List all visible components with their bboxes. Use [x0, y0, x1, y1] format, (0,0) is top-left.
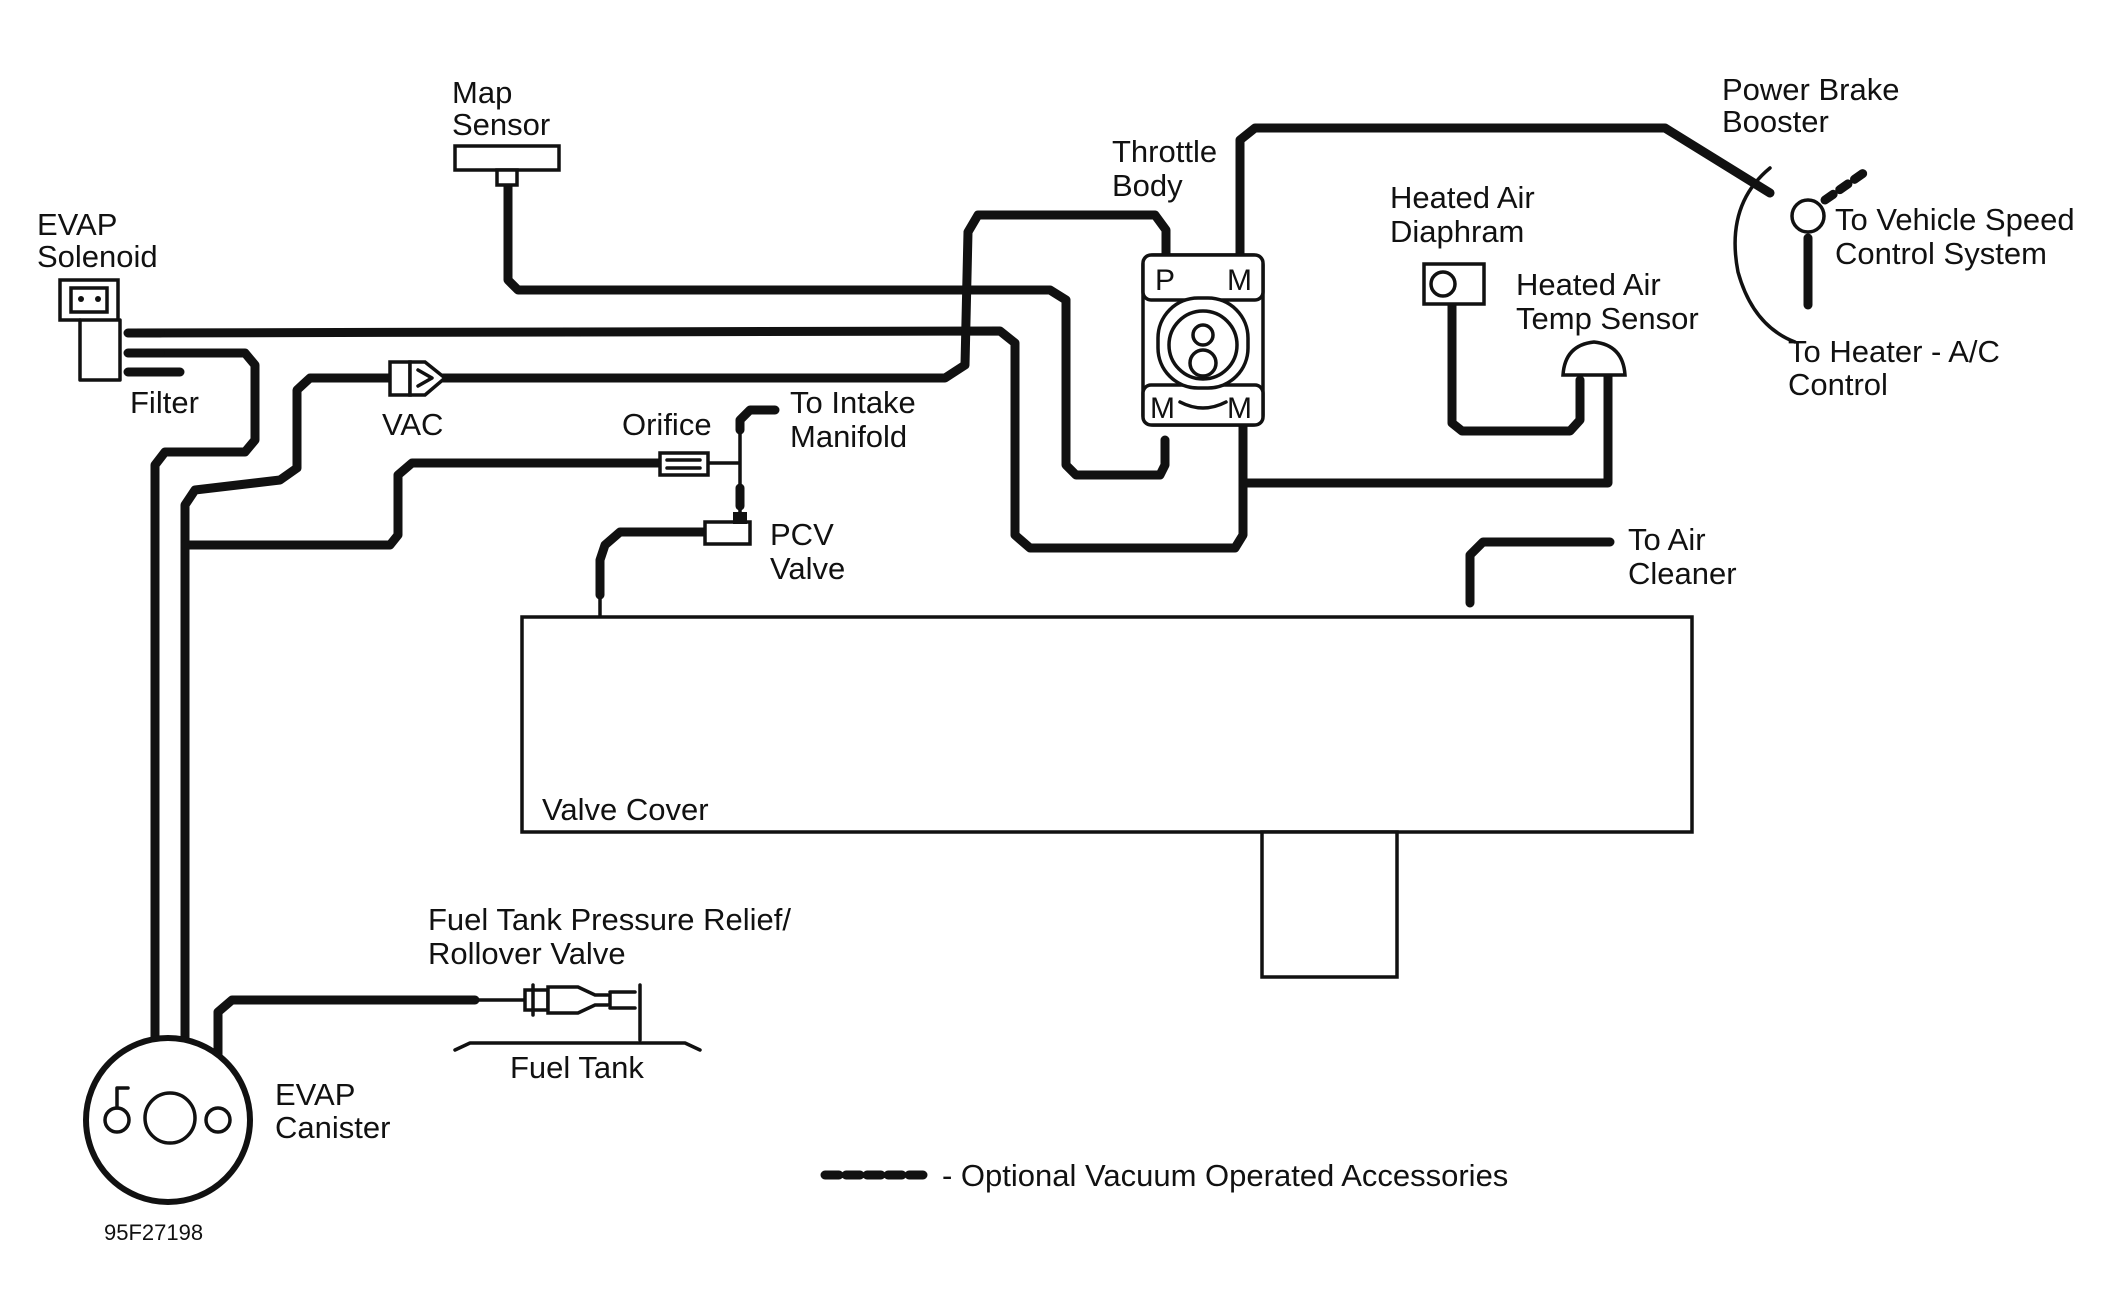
hose-map-sensor: [503, 180, 1170, 480]
hoses: [125, 123, 1870, 1077]
fuel-tank-relief-label-1: Fuel Tank Pressure Relief/: [428, 902, 791, 937]
to-air-cleaner-label-2: Cleaner: [1628, 556, 1737, 591]
map-sensor-label-1: Map: [452, 75, 512, 110]
to-air-cleaner-label-1: To Air: [1628, 522, 1706, 557]
hose-vac-throttle: [435, 210, 1171, 383]
legend-label: - Optional Vacuum Operated Accessories: [942, 1158, 1508, 1193]
to-vehicle-speed-label-1: To Vehicle Speed: [1835, 202, 2075, 237]
port-m-lower-right-label: M: [1227, 392, 1252, 425]
to-heater-ac-label-1: To Heater - A/C: [1788, 334, 2000, 369]
throttle-body: [1141, 253, 1265, 427]
hose-pcv-valve-cover: [595, 527, 710, 600]
port-m-lower-left-label: M: [1150, 392, 1175, 425]
map-sensor-label-2: Sensor: [452, 107, 550, 142]
power-brake-booster-label-1: Power Brake: [1722, 72, 1899, 107]
hose-fuel-tank: [213, 995, 480, 1077]
evap-solenoid-label-1: EVAP: [37, 207, 117, 242]
map-sensor: [453, 144, 561, 187]
to-heater-ac-label-2: Control: [1788, 367, 1888, 402]
heated-air-temp-sensor: [1561, 340, 1627, 377]
evap-solenoid: [58, 278, 185, 382]
pcv-valve: [703, 512, 752, 546]
heated-air-temp-sensor-label-1: Heated Air: [1516, 267, 1661, 302]
hose-brake-booster: [1235, 123, 1775, 260]
heated-air-diaphram-label-2: Diaphram: [1390, 214, 1524, 249]
hose-canister-vac: [180, 373, 400, 1075]
heated-air-temp-sensor-label-2: Temp Sensor: [1516, 301, 1699, 336]
orifice: [658, 451, 710, 477]
fuel-tank-relief-label-2: Rollover Valve: [428, 936, 626, 971]
to-intake-label-1: To Intake: [790, 385, 916, 420]
evap-canister: [83, 1035, 253, 1205]
pcv-valve-label-2: Valve: [770, 551, 845, 586]
pcv-valve-label-1: PCV: [770, 517, 834, 552]
filter-label: Filter: [130, 385, 199, 420]
vac-valve: [388, 360, 448, 397]
throttle-body-label-1: Throttle: [1112, 134, 1217, 169]
evap-canister-label-2: Canister: [275, 1110, 390, 1145]
vac-label: VAC: [382, 407, 443, 442]
valve-cover-label: Valve Cover: [542, 792, 709, 827]
fuel-tank-assembly: [453, 983, 702, 1052]
heated-air-diaphram: [1422, 262, 1486, 306]
figure-id: 95F27198: [104, 1220, 203, 1245]
fuel-tank-label: Fuel Tank: [510, 1050, 644, 1085]
evap-solenoid-label-2: Solenoid: [37, 239, 158, 274]
hose-diaphram: [1447, 300, 1585, 436]
power-brake-booster: [1733, 166, 1826, 344]
hose-air-cleaner: [1465, 537, 1615, 608]
hose-speed-control-optional: [1820, 167, 1870, 205]
hose-solenoid-loop: [125, 348, 260, 1075]
evap-canister-label-1: EVAP: [275, 1077, 355, 1112]
hose-orifice-pcv: [706, 428, 742, 522]
to-intake-label-2: Manifold: [790, 419, 907, 454]
labels: Map Sensor EVAP Solenoid Filter VAC Orif…: [37, 72, 2075, 1245]
port-m-upper-label: M: [1227, 264, 1252, 297]
hose-orifice: [180, 458, 665, 550]
hose-temp-sensor: [1238, 370, 1613, 488]
heated-air-diaphram-label-1: Heated Air: [1390, 180, 1535, 215]
to-vehicle-speed-label-2: Control System: [1835, 236, 2047, 271]
throttle-body-label-2: Body: [1112, 168, 1183, 203]
hose-evap-solenoid-throttle: [125, 326, 1248, 553]
valve-cover: [520, 615, 1694, 979]
hose-to-intake: [735, 405, 780, 511]
port-p-label: P: [1155, 264, 1175, 297]
orifice-label: Orifice: [622, 407, 712, 442]
power-brake-booster-label-2: Booster: [1722, 104, 1829, 139]
